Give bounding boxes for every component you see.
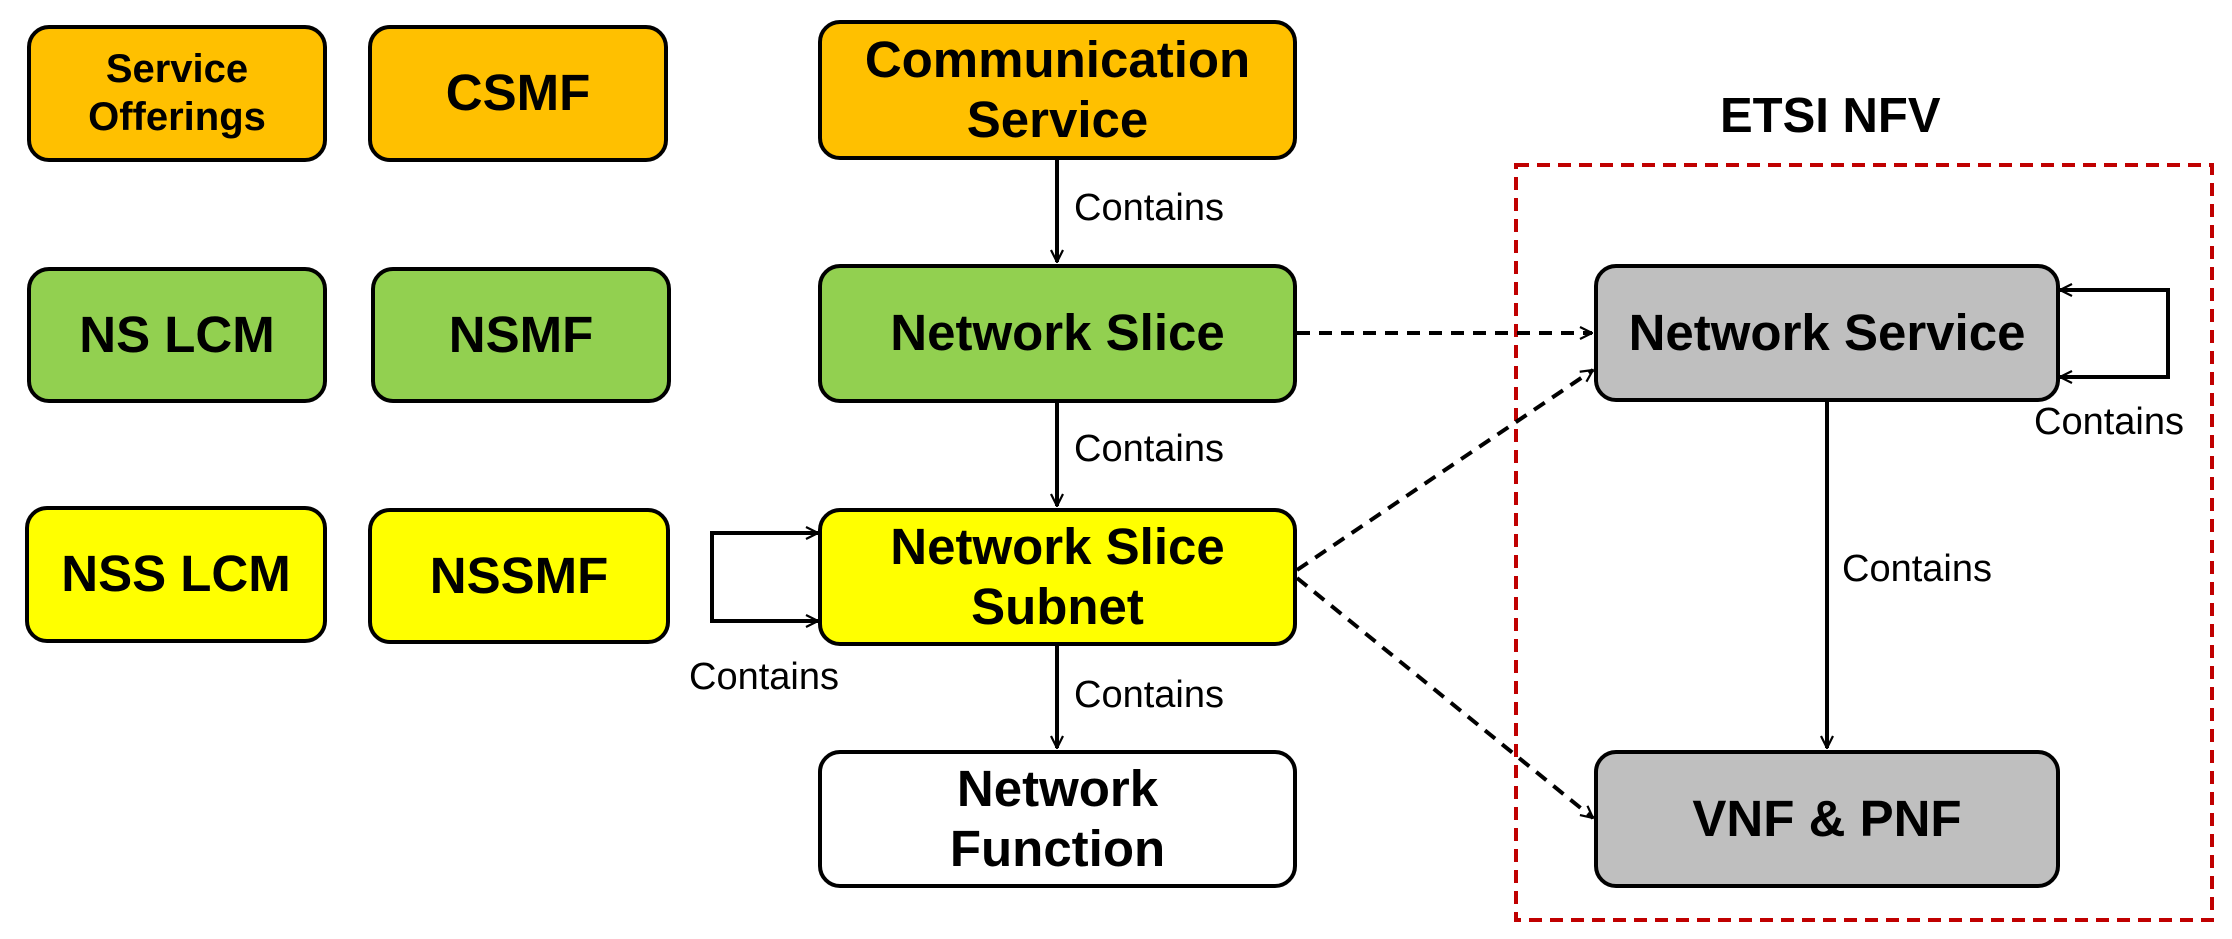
legend-ns-lcm: NS LCM [27,267,327,403]
node-network-slice: Network Slice [818,264,1297,403]
label-subnet-self: Contains [689,656,839,698]
legend-service-offerings: Service Offerings [27,25,327,162]
edge-subnet-to-service [1295,368,1593,572]
label-service-self: Contains [2034,401,2184,443]
node-network-slice-subnet: Network Slice Subnet [818,508,1297,646]
label-service-to-vnf: Contains [1842,548,1992,590]
edge-subnet-to-vnf [1295,576,1593,820]
edge-subnet-self-loop [710,531,818,621]
node-vnf-pnf: VNF & PNF [1594,750,2060,888]
node-network-function-text: Network Function [949,759,1166,877]
node-network-service-text: Network Service [1628,303,2026,361]
legend-service-offerings-text: Service Offerings [88,47,266,139]
label-cs-to-slice: Contains [1074,187,1224,229]
node-vnf-pnf-text: VNF & PNF [1692,789,1962,847]
legend-csmf: CSMF [368,25,668,162]
node-communication-service: Communication Service [818,20,1297,160]
node-network-service: Network Service [1594,264,2060,402]
node-communication-service-text: Communication Service [864,30,1251,148]
legend-nssmf-text: NSSMF [429,546,609,604]
node-network-slice-subnet-text: Network Slice Subnet [890,517,1225,635]
legend-nsmf-text: NSMF [448,305,594,363]
edge-service-self-loop [2060,290,2170,379]
etsi-nfv-region [1514,163,2214,922]
legend-nss-lcm: NSS LCM [25,506,327,643]
legend-ns-lcm-text: NS LCM [79,305,275,363]
label-slice-to-subnet: Contains [1074,428,1224,470]
legend-nssmf: NSSMF [368,508,670,644]
etsi-nfv-title: ETSI NFV [1720,89,1941,143]
legend-csmf-text: CSMF [445,64,591,122]
legend-nsmf: NSMF [371,267,671,403]
node-network-function: Network Function [818,750,1297,888]
node-network-slice-text: Network Slice [890,304,1225,362]
legend-nss-lcm-text: NSS LCM [61,545,291,603]
label-subnet-to-function: Contains [1074,674,1224,716]
